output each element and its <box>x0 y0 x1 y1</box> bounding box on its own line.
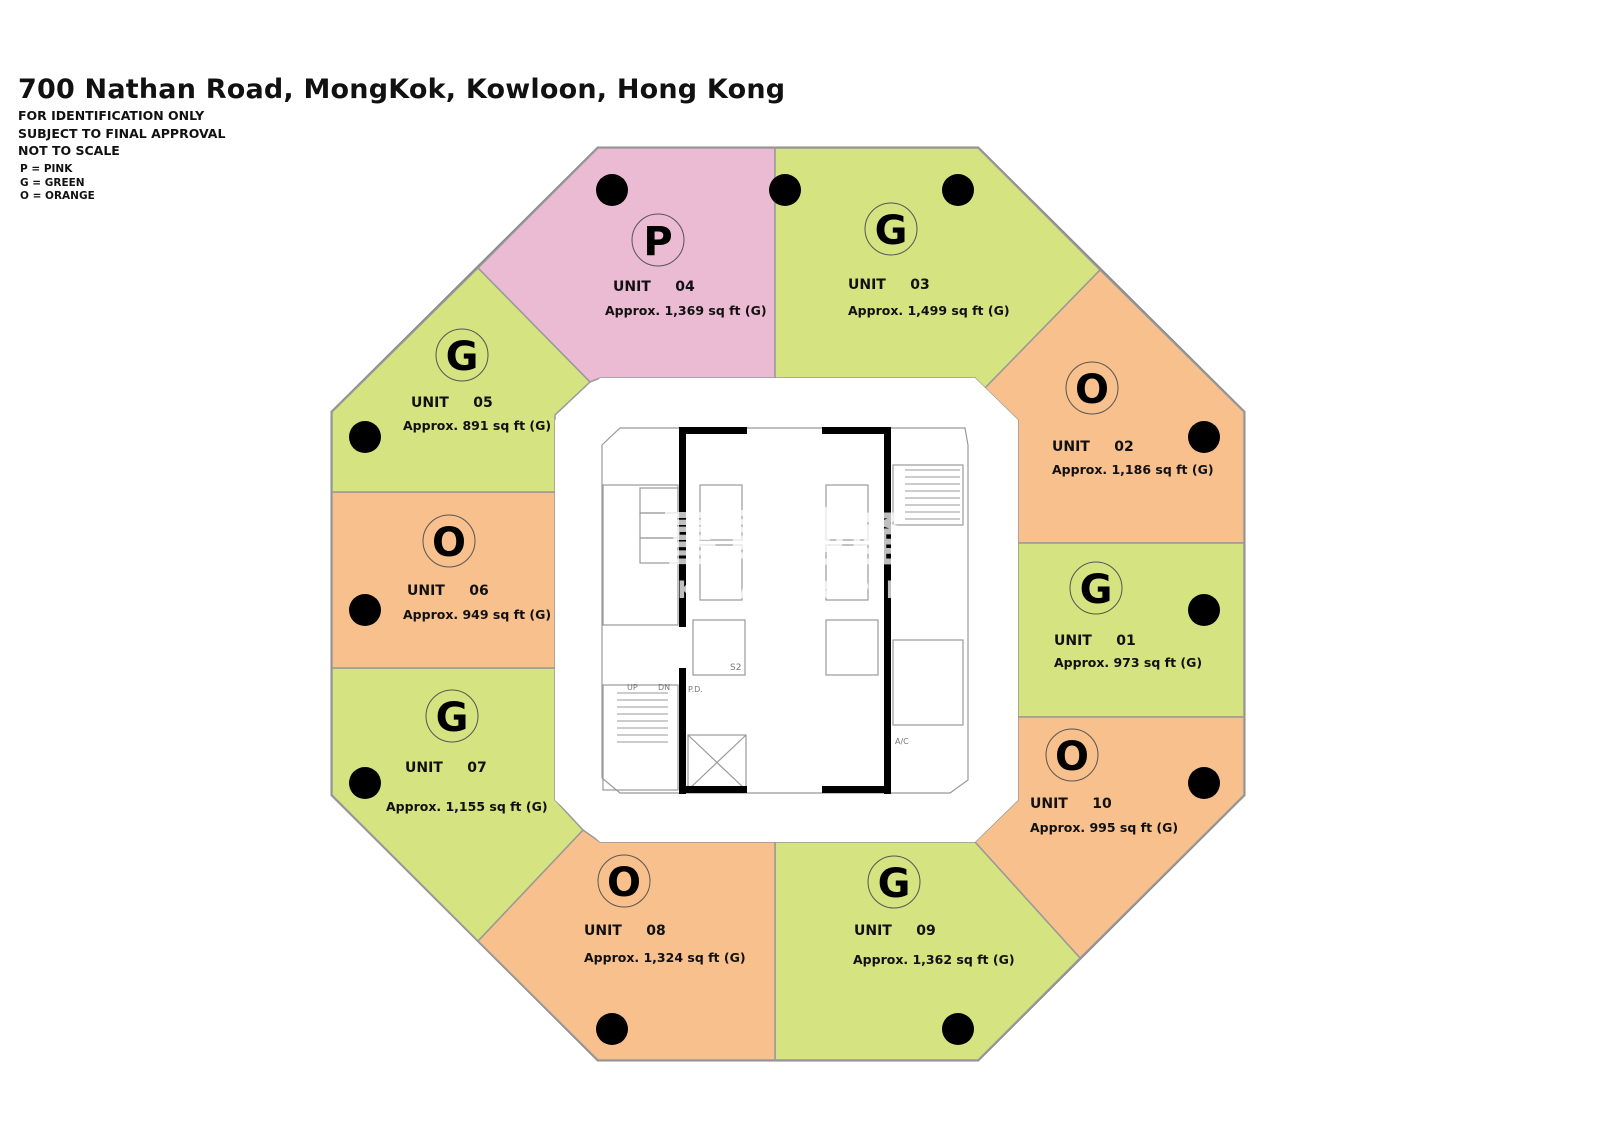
badge-letter: O <box>1075 367 1109 413</box>
unit-09-label: UNIT 09 <box>854 923 936 939</box>
label-up: UP <box>627 683 638 692</box>
legend-text: = ORANGE <box>32 190 95 202</box>
badge-letter: G <box>436 695 469 741</box>
legend-green: G = GREEN <box>20 177 85 189</box>
unit-04-badge: P <box>631 213 685 267</box>
unit-03-badge: G <box>864 202 918 256</box>
unit-06-area-text: Approx. 949 sq ft (G) <box>403 607 551 622</box>
unit-04-area-text: Approx. 1,369 sq ft (G) <box>605 303 767 318</box>
badge-letter: O <box>607 860 641 906</box>
page-title: 700 Nathan Road, MongKok, Kowloon, Hong … <box>18 74 786 105</box>
unit-03-label: UNIT 03 <box>848 277 930 293</box>
badge-letter: G <box>1080 567 1113 613</box>
unit-06-area[interactable] <box>331 491 556 669</box>
label-ac: A/C <box>895 737 909 746</box>
label-s2: S2 <box>730 663 741 673</box>
unit-07-area-text: Approx. 1,155 sq ft (G) <box>386 799 548 814</box>
badge-letter: P <box>643 219 672 265</box>
unit-10-label: UNIT 10 <box>1030 796 1112 812</box>
label-dn: DN <box>658 683 670 692</box>
watermark-english: LINK KWAN PROPERTY <box>633 576 938 604</box>
legend-text: = PINK <box>31 163 73 175</box>
note-scale: NOT TO SCALE <box>18 143 120 158</box>
unit-08-label: UNIT 08 <box>584 923 666 939</box>
unit-07-badge: G <box>425 689 479 743</box>
service-core: S2 UP DN P.D. A/C 富軍地產 LINK KWAN PROPERT… <box>555 378 1018 842</box>
unit-08-badge: O <box>597 854 651 908</box>
note-approval: SUBJECT TO FINAL APPROVAL <box>18 126 226 141</box>
unit-06-badge: O <box>422 514 476 568</box>
badge-letter: G <box>875 208 908 254</box>
unit-03-area-text: Approx. 1,499 sq ft (G) <box>848 303 1010 318</box>
unit-01-badge: G <box>1069 561 1123 615</box>
unit-09-badge: G <box>867 855 921 909</box>
badge-letter: O <box>1055 734 1089 780</box>
legend-code: O <box>20 190 29 202</box>
unit-02-badge: O <box>1065 361 1119 415</box>
unit-01-label: UNIT 01 <box>1054 633 1136 649</box>
legend-code: P <box>20 163 28 175</box>
badge-letter: O <box>432 520 466 566</box>
unit-01-area-text: Approx. 973 sq ft (G) <box>1054 655 1202 670</box>
label-pd: P.D. <box>688 685 703 694</box>
unit-05-badge: G <box>435 328 489 382</box>
unit-10-area-text: Approx. 995 sq ft (G) <box>1030 820 1178 835</box>
badge-letter: G <box>446 334 479 380</box>
unit-05-area-text: Approx. 891 sq ft (G) <box>403 418 551 433</box>
watermark-chinese: 富軍地產 <box>661 502 909 575</box>
unit-06-label: UNIT 06 <box>407 583 489 599</box>
badge-letter: G <box>878 861 911 907</box>
unit-10-badge: O <box>1045 728 1099 782</box>
unit-01-area[interactable] <box>1017 542 1245 718</box>
unit-07-label: UNIT 07 <box>405 760 487 776</box>
structural-columns <box>349 174 1220 1045</box>
legend-pink: P = PINK <box>20 163 72 175</box>
unit-09-area-text: Approx. 1,362 sq ft (G) <box>853 952 1015 967</box>
unit-02-label: UNIT 02 <box>1052 439 1134 455</box>
legend-text: = GREEN <box>32 177 85 189</box>
unit-05-label: UNIT 05 <box>411 395 493 411</box>
legend-orange: O = ORANGE <box>20 190 95 202</box>
unit-04-label: UNIT 04 <box>613 279 695 295</box>
unit-08-area-text: Approx. 1,324 sq ft (G) <box>584 950 746 965</box>
note-identification: FOR IDENTIFICATION ONLY <box>18 108 205 123</box>
unit-02-area-text: Approx. 1,186 sq ft (G) <box>1052 462 1214 477</box>
legend-code: G <box>20 177 29 189</box>
